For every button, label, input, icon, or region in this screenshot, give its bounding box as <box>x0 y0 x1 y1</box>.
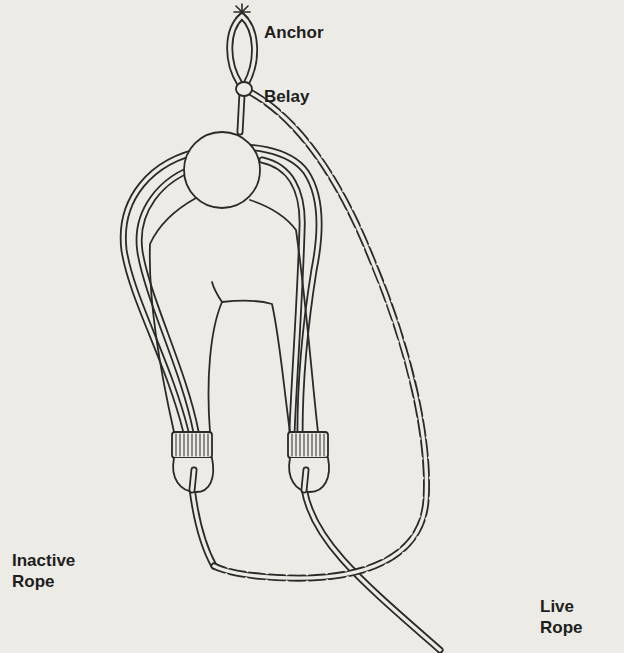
inactive-rope-label: Inactive Rope <box>12 550 98 592</box>
live-rope-label: Live Rope <box>540 596 616 638</box>
cuff-rib <box>176 434 177 456</box>
cuff-rib <box>184 434 185 456</box>
rope-outline <box>240 94 242 132</box>
cuff-rib <box>304 434 305 456</box>
rope <box>123 16 440 650</box>
cuff-rib <box>316 434 317 456</box>
cuff-rib <box>188 434 189 456</box>
rope-outline <box>304 470 306 490</box>
cuff-rib <box>296 434 297 456</box>
rope-outline <box>139 166 200 432</box>
cuff-rib <box>196 434 197 456</box>
rope <box>192 470 194 490</box>
cuff-rib <box>324 434 325 456</box>
cuff-rib <box>200 434 201 456</box>
cuff-rib <box>192 434 193 456</box>
belay-label: Belay <box>264 86 354 107</box>
cuff-rib <box>180 434 181 456</box>
rope-outline <box>262 160 302 432</box>
climber-figure <box>150 132 329 492</box>
cuff-rib <box>208 434 209 456</box>
rope-outline <box>192 470 194 490</box>
cuff-rib <box>320 434 321 456</box>
rope-outline <box>230 16 255 84</box>
cuff-rib <box>300 434 301 456</box>
anchor-label: Anchor <box>264 22 354 43</box>
belay-knot <box>236 82 252 96</box>
rope <box>304 470 306 490</box>
cuff-rib <box>312 434 313 456</box>
cuff-rib <box>308 434 309 456</box>
cuff-rib <box>204 434 205 456</box>
rope-outline <box>192 488 214 566</box>
cuff-rib <box>292 434 293 456</box>
